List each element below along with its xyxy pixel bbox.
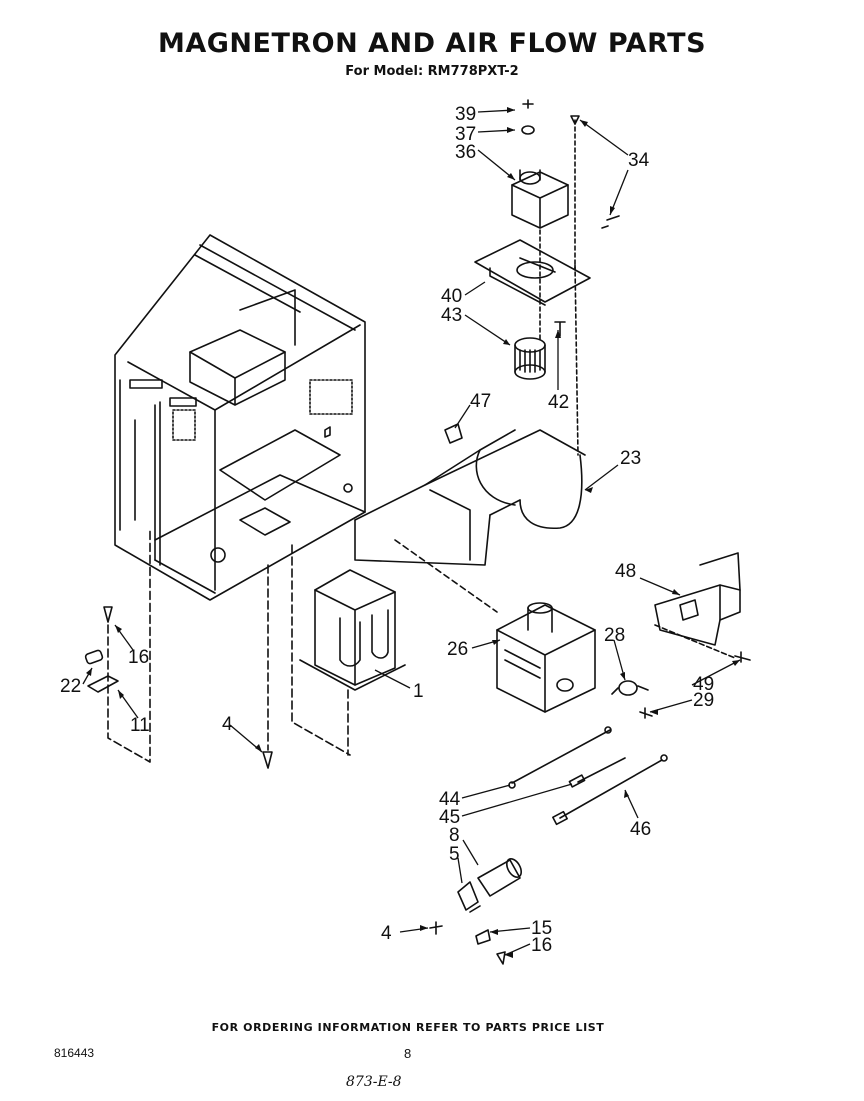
callout-15: 15: [531, 918, 552, 939]
page-number: 8: [404, 1046, 412, 1061]
fan-bracket: [474, 215, 620, 341]
callout-labels: 39 37 36 34 40 43 42 47 23 48 26 28 49 2…: [60, 104, 714, 956]
callout-40: 40: [441, 286, 462, 307]
callout-4-lower: 4: [381, 923, 392, 944]
callout-1: 1: [413, 681, 424, 702]
callout-44: 44: [439, 789, 461, 810]
magnetron-bracket: [654, 552, 741, 659]
transformer: [291, 544, 406, 756]
callout-28: 28: [604, 625, 625, 646]
interlock-switch-group: [84, 529, 151, 763]
callout-11: 11: [130, 715, 150, 736]
callout-49: 49: [693, 674, 714, 695]
callout-22: 22: [60, 676, 81, 697]
handwritten-note: 873-E-8: [346, 1074, 402, 1090]
callout-8: 8: [449, 825, 460, 846]
callout-47: 47: [470, 391, 491, 412]
callout-4-upper: 4: [222, 714, 233, 735]
document-number: 816443: [54, 1046, 95, 1060]
leader-arrowheads: [86, 107, 740, 958]
callout-45: 45: [439, 807, 460, 828]
callout-16-upper: 16: [128, 647, 149, 668]
ordering-note: FOR ORDERING INFORMATION REFER TO PARTS …: [211, 1021, 605, 1034]
callout-34: 34: [628, 150, 650, 171]
callout-42: 42: [548, 392, 569, 413]
thermal-cutout: [611, 651, 751, 719]
callout-48: 48: [615, 561, 636, 582]
fan-motor-assembly: [511, 99, 580, 271]
callout-16-lower: 16: [531, 935, 552, 956]
callout-37: 37: [455, 124, 476, 145]
callout-5: 5: [449, 844, 460, 865]
capacitor: [429, 858, 523, 965]
page-title: MAGNETRON AND AIR FLOW PARTS: [157, 28, 707, 59]
model-subtitle: For Model: RM778PXT-2: [345, 64, 519, 79]
callout-46: 46: [630, 819, 651, 840]
magnetron: [394, 539, 596, 713]
callout-26: 26: [447, 639, 468, 660]
callout-43: 43: [441, 305, 462, 326]
screw-4-upper: [262, 564, 273, 769]
callout-36: 36: [455, 142, 476, 163]
callout-39: 39: [455, 104, 476, 125]
callout-29: 29: [693, 690, 714, 711]
cabinet-chassis: [114, 234, 366, 601]
callout-23: 23: [620, 448, 641, 469]
air-duct: [354, 264, 586, 566]
fan-blade: [514, 321, 566, 380]
wire-harnesses: [508, 726, 668, 826]
